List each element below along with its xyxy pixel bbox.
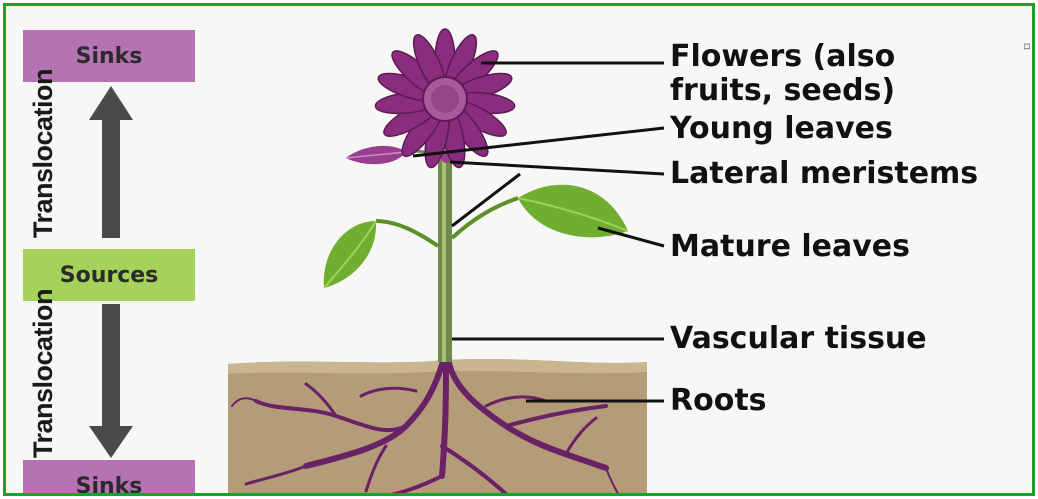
arrow-down-icon <box>89 304 133 458</box>
label-flowers-line2: fruits, seeds) <box>670 74 895 108</box>
arrow-up-icon <box>89 86 133 238</box>
label-young-leaves: Young leaves <box>670 112 893 146</box>
label-mature-leaves: Mature leaves <box>670 230 910 264</box>
label-flowers-line1: Flowers (also <box>670 40 895 74</box>
label-lateral-meristems: Lateral meristems <box>670 157 978 191</box>
bookmark-icon[interactable]: ⌑ <box>1024 40 1030 54</box>
label-vascular-tissue: Vascular tissue <box>670 322 927 356</box>
mature-leaf-left <box>324 221 438 288</box>
label-roots: Roots <box>670 384 767 418</box>
diagram-frame: Sinks Sources Sinks Translocation Transl… <box>3 3 1035 496</box>
